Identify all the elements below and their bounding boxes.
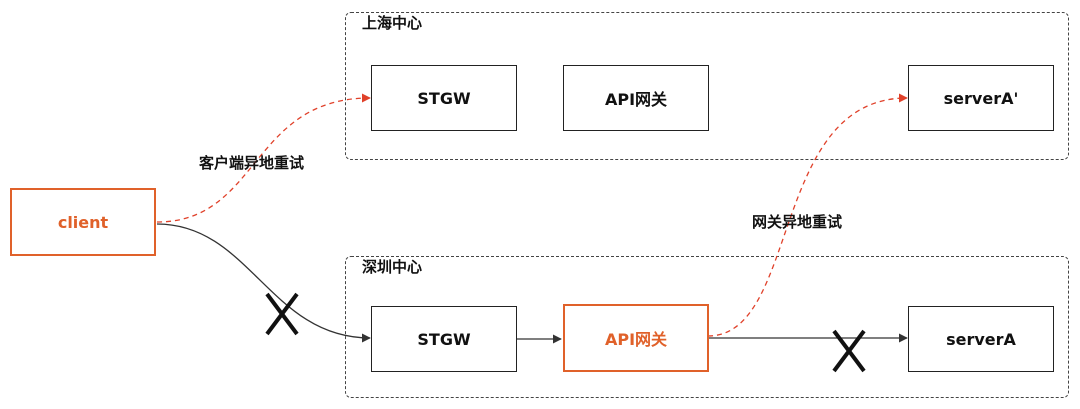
x-mark-icon: [265, 292, 299, 336]
sh-stgw-node[interactable]: STGW: [371, 65, 517, 131]
client-to-sz-stgw-edge: [156, 223, 371, 343]
sz-api-gateway-node[interactable]: API网关: [563, 304, 709, 372]
sz-stgw-node[interactable]: STGW: [371, 306, 517, 372]
gateway-retry-edge: [707, 93, 908, 337]
sh-server-node[interactable]: serverA': [908, 65, 1054, 131]
x-mark-icon: [832, 329, 866, 373]
gateway-retry-label: 网关异地重试: [752, 213, 843, 231]
sh-api-gateway-node[interactable]: API网关: [563, 65, 709, 131]
shenzhen-region: [345, 256, 1069, 398]
client-retry-label: 客户端异地重试: [199, 154, 305, 172]
shenzhen-region-label: 深圳中心: [362, 258, 423, 276]
shanghai-region-label: 上海中心: [362, 14, 423, 32]
sz-server-node[interactable]: serverA: [908, 306, 1054, 372]
client-node[interactable]: client: [10, 188, 156, 256]
shanghai-region: [345, 12, 1069, 160]
